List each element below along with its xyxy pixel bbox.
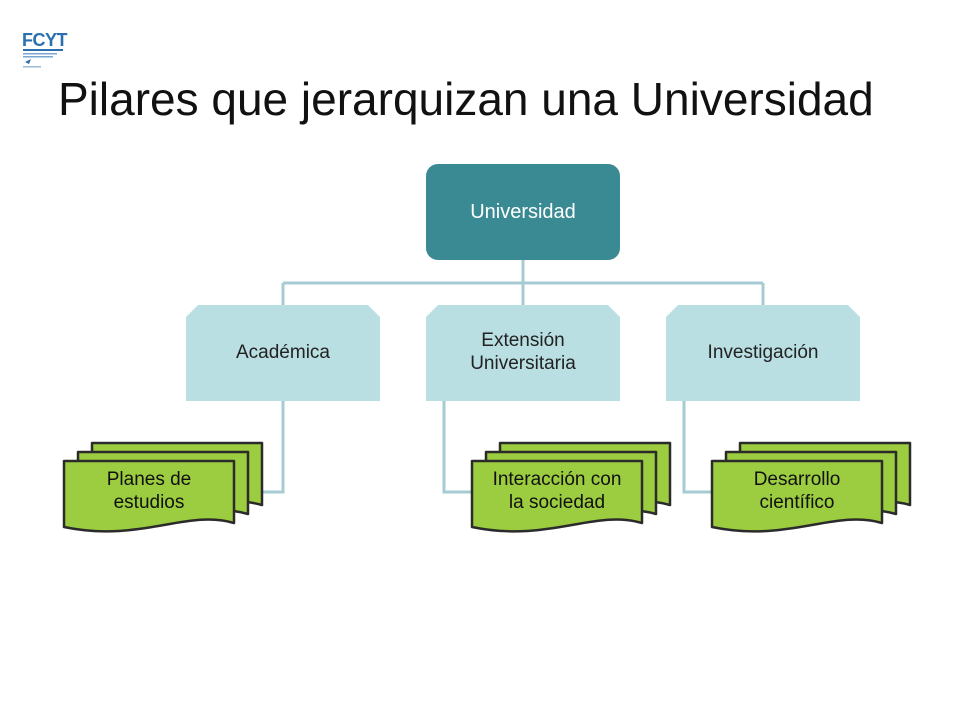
root-node-label: Universidad <box>470 201 576 223</box>
logo-text: FCYT <box>22 30 68 50</box>
pillar-node-label: Académica <box>236 341 330 363</box>
nodes <box>62 164 912 533</box>
pillar-node <box>186 305 380 401</box>
pillar-node <box>666 305 860 401</box>
outcome-document-front <box>470 459 644 533</box>
page-title: Pilares que jerarquizan una Universidad <box>58 73 874 125</box>
outcome-connector <box>682 401 716 494</box>
pillar-node-label: Investigación <box>707 341 819 363</box>
outcome-document-stack <box>470 441 672 533</box>
pillar-node <box>426 305 620 401</box>
outcome-connector <box>256 401 285 494</box>
outcome-document-stack <box>710 441 912 533</box>
outcome-document-front <box>710 459 884 533</box>
root-node <box>426 164 620 260</box>
logo: FCYT <box>22 28 70 72</box>
outcome-connector <box>442 401 476 494</box>
outcome-document-front <box>62 459 236 533</box>
outcome-document-stack <box>62 441 264 533</box>
connectors <box>256 260 765 494</box>
